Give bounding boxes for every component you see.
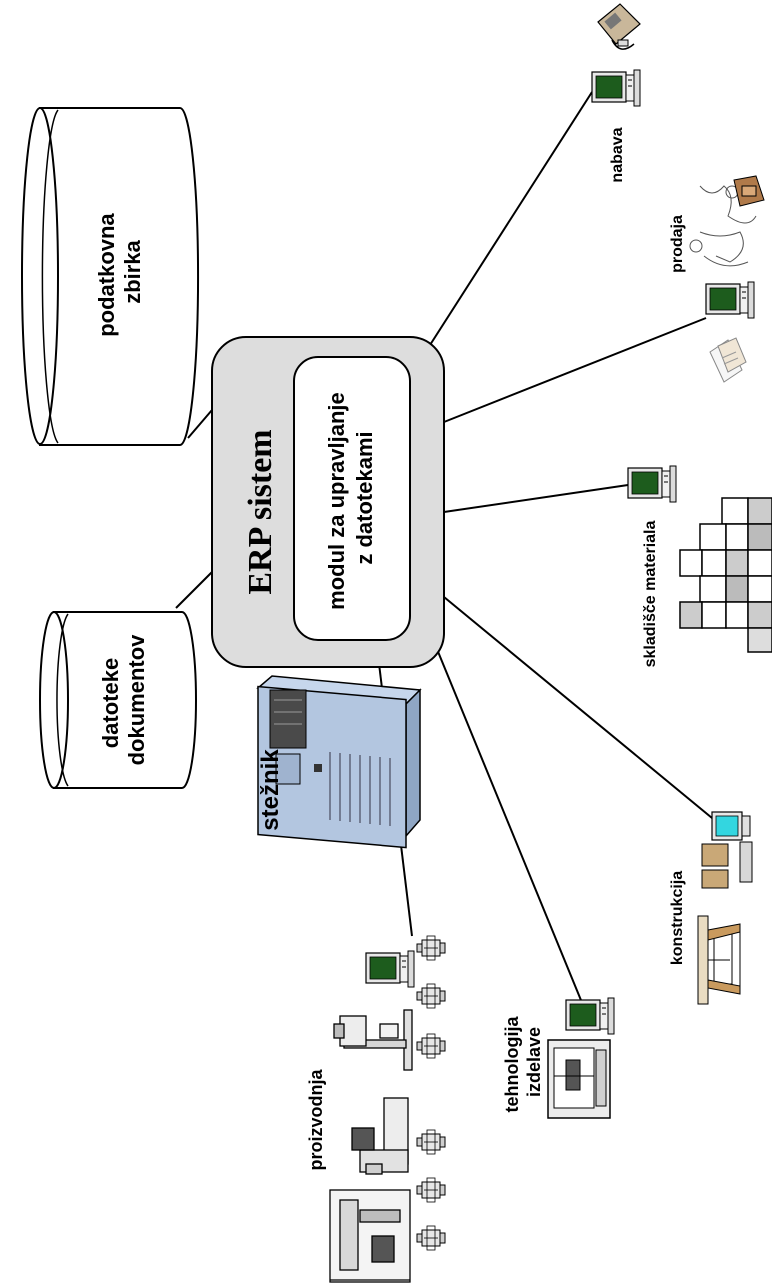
technology-node: tehnologija izdelave <box>502 997 615 1119</box>
podatkovna-label-line1: podatkovna <box>94 213 119 337</box>
shelves-icon <box>679 497 772 653</box>
papers-icon <box>709 337 747 383</box>
database-podatkovna-zbirka: podatkovna zbirka <box>21 107 200 446</box>
podatkovna-label-line2: zbirka <box>120 239 145 303</box>
datoteke-label-line1: datoteke <box>98 658 123 748</box>
pc-icon <box>705 281 755 319</box>
erp-title-bold: ERP <box>242 527 279 594</box>
telephone-icon <box>597 3 641 50</box>
drill-press-icon <box>333 1009 413 1071</box>
tehnologija-label-line1: tehnologija <box>502 1016 522 1113</box>
line-to-konstrukcija <box>443 596 713 819</box>
line-to-nabava <box>429 91 593 346</box>
customer-figures-icon <box>689 185 757 267</box>
cad-workstation-icon <box>701 811 753 889</box>
proizvodnja-label: proizvodnja <box>306 1069 326 1171</box>
cnc-units-icon <box>416 935 446 1251</box>
erp-system-box: ERP sistem modul za upravljanje z datote… <box>211 336 445 668</box>
tehnologija-label-line2: izdelave <box>524 1027 544 1097</box>
line-to-prodaja <box>443 317 707 423</box>
file-management-module-label: modul za upravljanje z datotekami <box>324 386 377 610</box>
machining-center-icon <box>547 1039 611 1119</box>
line-to-podatkovna-zbirka <box>187 409 213 439</box>
erp-title-rest: sistem <box>242 429 279 528</box>
pc-icon <box>627 465 677 503</box>
datoteke-dokumentov-label: datoteke dokumentov <box>98 634 149 766</box>
sales-node: prodaja <box>669 175 765 383</box>
module-label-line1: modul za upravljanje <box>324 392 349 610</box>
tehnologija-label: tehnologija izdelave <box>502 1011 544 1112</box>
konstrukcija-label: konstrukcija <box>669 871 686 965</box>
server-tower-icon <box>256 675 422 849</box>
module-label-line2: z datotekami <box>352 431 377 564</box>
pc-icon <box>565 997 615 1035</box>
milling-machine-icon <box>329 1189 411 1283</box>
pc-icon <box>591 69 641 107</box>
line-to-skladisce <box>443 484 629 513</box>
server-label: stežnik <box>257 749 284 831</box>
datoteke-label-line2: dokumentov <box>124 634 149 766</box>
line-to-datoteke <box>175 571 213 609</box>
file-management-module-box <box>293 356 411 641</box>
erp-system-title: ERP sistem <box>242 429 279 594</box>
document-store-datoteke: datoteke dokumentov <box>39 611 197 789</box>
production-node: proizvodnja <box>306 935 446 1283</box>
design-node: konstrukcija <box>669 811 753 1005</box>
podatkovna-zbirka-label: podatkovna zbirka <box>94 207 145 337</box>
skladisce-label: skladišče materiala <box>642 521 659 668</box>
drafting-table-icon <box>697 915 741 1005</box>
prodaja-label: prodaja <box>669 215 686 273</box>
line-to-tehnologija <box>431 636 586 1011</box>
nabava-label: nabava <box>609 127 626 182</box>
purchasing-node: nabava <box>591 3 641 183</box>
pc-icon <box>365 950 415 988</box>
warehouse-node: skladišče materiala <box>627 465 772 668</box>
lathe-icon <box>351 1097 409 1175</box>
